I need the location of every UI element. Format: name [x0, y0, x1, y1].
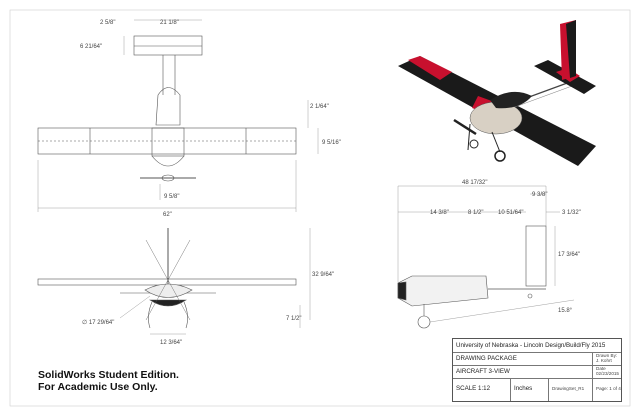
- date-value: 02/23/2015: [596, 371, 619, 376]
- dim-side-3: 14 3/8": [430, 210, 449, 216]
- title-block-row-package: DRAWING PACKAGE Drawn By: J. Kohrt: [453, 352, 621, 366]
- dim-top-3: 6 21/64": [80, 44, 102, 50]
- dim-top-1: 2 5/8": [100, 20, 115, 26]
- dim-side-2: 9 3/8": [532, 192, 547, 198]
- dim-front-1: 32 9/64": [312, 272, 334, 278]
- dim-top-2: 21 1/8": [160, 20, 179, 26]
- units-label: Inches: [514, 385, 533, 392]
- dim-front-3: 7 1/2": [286, 316, 301, 322]
- title-block-row-university: University of Nebraska - Lincoln Design/…: [453, 339, 621, 353]
- scale-label: SCALE 1:12: [456, 385, 491, 392]
- fuselage-side: [397, 275, 489, 307]
- dim-front-4: 12 3/64": [160, 340, 182, 346]
- dim-side-1: 48 17/32": [462, 180, 488, 186]
- drawn-by-label: Drawn By:: [596, 353, 618, 358]
- fuselage-nose-top: [155, 87, 181, 126]
- dim-side-7: 17 3/64": [558, 252, 580, 258]
- horizontal-stabilizer: [133, 35, 203, 56]
- page-number-label: Page: 1 of 4: [596, 386, 621, 391]
- dim-top-7: 62": [163, 212, 172, 218]
- dim-top-5: 9 5/16": [322, 140, 341, 146]
- university-label: University of Nebraska - Lincoln Design/…: [456, 342, 606, 349]
- title-block-row-scale: SCALE 1:12 Inches DrawingSet_R1 Page: 1 …: [453, 378, 621, 401]
- side-view: [397, 185, 575, 329]
- drawn-by-value: J. Kohrt: [596, 358, 612, 363]
- watermark-line-1: SolidWorks Student Edition.: [38, 369, 179, 381]
- vertical-fin-side: [525, 225, 547, 287]
- student-edition-watermark: SolidWorks Student Edition. For Academic…: [38, 369, 179, 393]
- dim-side-5: 10 51/64": [498, 210, 524, 216]
- drawing-package-label: DRAWING PACKAGE: [456, 355, 517, 362]
- dim-top-6: 9 5/8": [164, 194, 179, 200]
- sheet-border: [9, 9, 631, 407]
- title-block: University of Nebraska - Lincoln Design/…: [452, 338, 622, 402]
- date-label: Date: [596, 366, 606, 371]
- dim-side-6: 3 1/32": [562, 210, 581, 216]
- dim-side-8: 15.8°: [558, 308, 573, 314]
- front-view: [37, 228, 311, 335]
- dim-side-4: 8 1/2": [468, 210, 483, 216]
- view-title-label: AIRCRAFT 3-VIEW: [456, 368, 510, 375]
- dim-front-2: ∅ 17 29/64": [82, 319, 114, 326]
- watermark-line-2: For Academic Use Only.: [38, 381, 158, 393]
- dim-top-4: 2 1/64": [310, 104, 329, 110]
- file-name-label: DrawingSet_R1: [552, 386, 585, 391]
- title-block-row-view: AIRCRAFT 3-VIEW Date 02/23/2015: [453, 365, 621, 379]
- top-view: [37, 19, 319, 212]
- isometric-view: [398, 20, 596, 166]
